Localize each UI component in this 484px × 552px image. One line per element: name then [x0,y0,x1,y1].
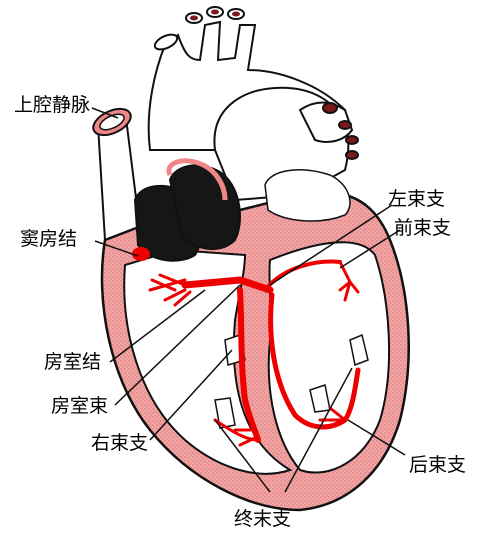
leader-avn [109,289,206,363]
leader-lpfb [347,419,406,456]
right-bundle-branch [237,287,261,443]
av-node-branches [148,273,192,307]
label-posterior-fascicle: 后束支 [409,454,467,476]
conduction-system [132,247,361,447]
left-bundle-branch [263,259,342,292]
leader-lafb [339,229,401,269]
superior-vena-cava [92,107,142,242]
leader-purk-b [284,367,353,493]
label-right-bundle-branch: 右束支 [91,432,149,454]
atrial-interior [133,158,351,262]
leader-lbb [269,204,393,286]
leader-svc [91,107,119,119]
label-superior-vena-cava: 上腔静脉 [14,94,91,116]
ventricle-wall [100,193,410,512]
anterior-fascicle [338,260,360,302]
leader-san [94,240,139,257]
leader-hisb [114,284,241,406]
sa-node [132,247,150,261]
leader-rbb [149,349,233,441]
label-left-bundle-branch: 左束支 [388,188,446,210]
label-sa-node: 窦房结 [20,228,78,250]
his-bundle [181,276,274,294]
label-av-node: 房室结 [44,351,102,373]
label-anterior-fascicle: 前束支 [394,217,452,239]
label-his-bundle: 房室束 [51,395,109,417]
posterior-fascicle [268,292,361,430]
leader-lines [91,107,406,493]
leader-purk-a [214,419,271,493]
label-purkinje-fibers: 终末支 [234,508,292,530]
